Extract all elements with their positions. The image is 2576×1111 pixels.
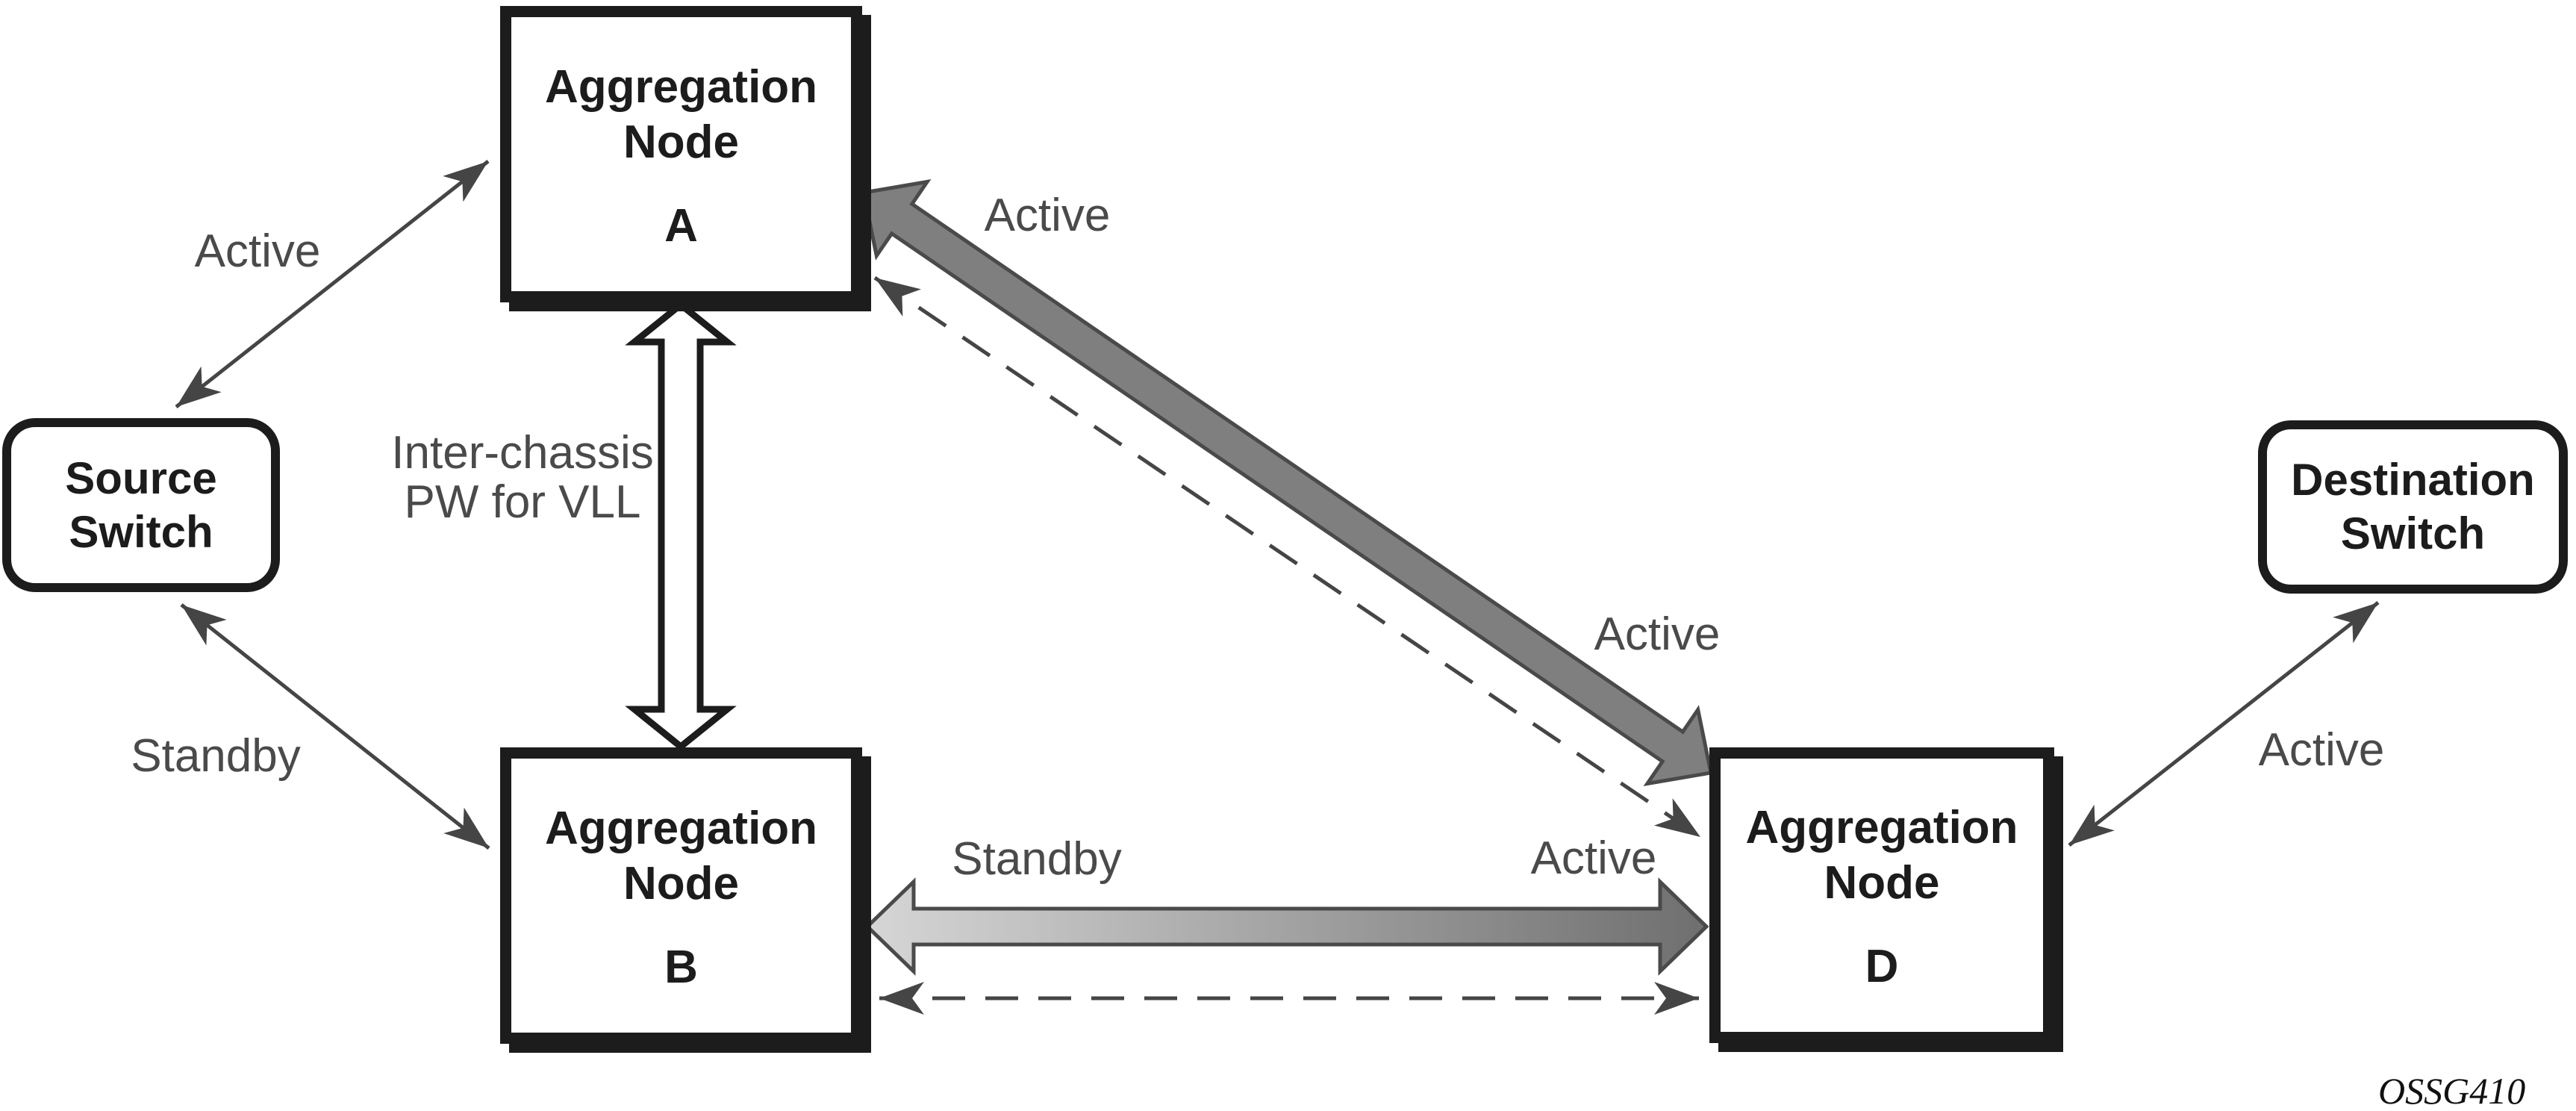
dashed-link-node-a-to-node-d — [873, 276, 1702, 839]
node-d-box: Aggregation Node D — [1709, 747, 2054, 1043]
figure-code-caption: OSSG410 — [2378, 1070, 2526, 1111]
node-b-title-line2: Node — [623, 857, 739, 909]
label-b-to-d-active: Active — [1530, 833, 1657, 884]
label-interchassis-line1: Inter-chassis — [391, 427, 654, 479]
node-a-box: Aggregation Node A — [500, 6, 862, 302]
node-d-title-line2: Node — [1824, 857, 1940, 909]
hollow-arrow-node-a-to-node-b — [625, 300, 737, 751]
node-b-letter: B — [664, 941, 698, 993]
label-b-to-d-standby: Standby — [952, 833, 1122, 885]
destination-switch-box: Destination Switch — [2258, 420, 2568, 594]
node-b-title-line1: Aggregation — [544, 802, 818, 854]
label-source-to-b: Standby — [131, 730, 301, 782]
label-interchassis-pw: Inter-chassis PW for VLL — [391, 429, 653, 527]
source-switch-label-line1: Source — [65, 452, 217, 503]
label-d-to-destination: Active — [2258, 724, 2385, 776]
label-a-to-d-near-a: Active — [984, 190, 1111, 241]
node-a-title-line2: Node — [623, 116, 739, 168]
destination-switch-label-line2: Switch — [2340, 508, 2486, 558]
thick-arrow-node-b-to-node-d — [864, 877, 1709, 976]
node-d-title-line1: Aggregation — [1745, 802, 2018, 853]
node-a-letter: A — [664, 199, 698, 252]
label-a-to-d-near-d: Active — [1594, 609, 1721, 660]
label-interchassis-line2: PW for VLL — [404, 476, 641, 528]
link-node-d-to-destination — [2068, 601, 2380, 847]
label-source-to-a: Active — [194, 225, 321, 277]
thick-arrow-node-a-to-node-d — [861, 179, 1713, 786]
destination-switch-label-line1: Destination — [2291, 455, 2535, 505]
node-a-title-line1: Aggregation — [544, 60, 818, 113]
link-source-to-node-a — [175, 160, 490, 408]
source-switch-label-line2: Switch — [69, 506, 213, 557]
source-switch-box: Source Switch — [2, 418, 280, 592]
node-d-letter: D — [1865, 941, 1899, 992]
link-source-to-node-b — [180, 603, 490, 850]
node-b-box: Aggregation Node B — [500, 747, 862, 1044]
